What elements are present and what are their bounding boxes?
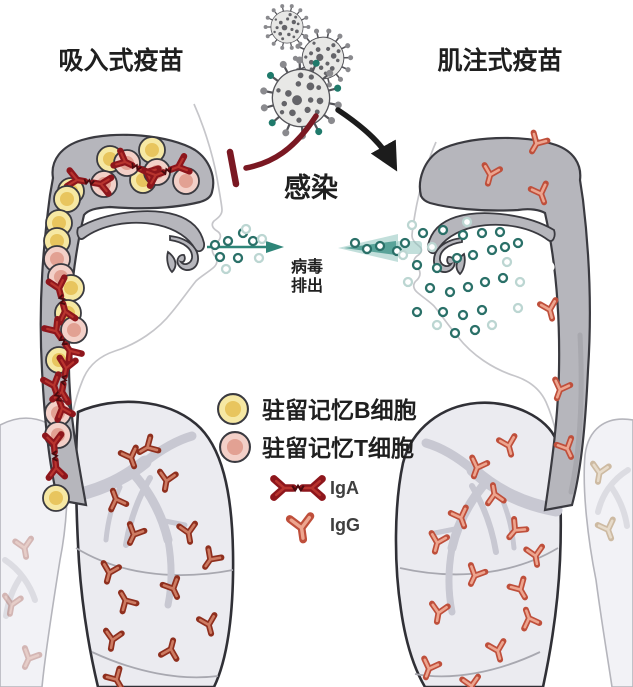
igg-antibody-icon bbox=[290, 516, 314, 541]
iga-antibody-icon bbox=[274, 479, 322, 497]
intramuscular-vaccine-figure bbox=[394, 133, 633, 687]
virus-particle-icon bbox=[457, 309, 469, 321]
virus-particle-icon bbox=[486, 244, 498, 256]
virus-particle-icon bbox=[494, 226, 506, 238]
right-epiglottis-swirl bbox=[433, 236, 463, 273]
virus-particle-icon bbox=[467, 249, 479, 261]
virus-particle-icon bbox=[402, 276, 414, 288]
virus-particle-icon bbox=[399, 237, 411, 249]
legend-label-t-cell: 驻留记忆T细胞 bbox=[262, 435, 414, 461]
right-pale-lung-lobe bbox=[583, 418, 633, 687]
left-lung-fissure bbox=[91, 651, 219, 679]
virus-particle-icon bbox=[512, 237, 524, 249]
infection-arrow-right bbox=[335, 107, 398, 172]
virus-particle-icon bbox=[256, 233, 268, 245]
left-pale-bronchi bbox=[2, 557, 38, 619]
virus-particle-icon bbox=[476, 304, 488, 316]
virus-particle-icon bbox=[253, 252, 265, 264]
infection-label: 感染 bbox=[284, 172, 338, 203]
inhaled-vaccine-figure bbox=[0, 103, 235, 687]
virus-particle-icon bbox=[469, 324, 481, 336]
virus-particle-icon bbox=[451, 252, 463, 264]
right-pale-bronchi bbox=[595, 467, 631, 529]
legend-label-b-cell: 驻留记忆B细胞 bbox=[262, 397, 417, 423]
virus-particle-icon bbox=[476, 227, 488, 239]
inhibition-bar bbox=[226, 148, 240, 188]
virus-particle-icon bbox=[486, 319, 498, 331]
virus-particle-icon bbox=[426, 241, 438, 253]
virus-particle-icon bbox=[220, 263, 232, 275]
left-face-profile bbox=[66, 103, 223, 451]
title-intramuscular-vaccine: 肌注式疫苗 bbox=[437, 46, 562, 75]
virus-particle-icon bbox=[512, 302, 524, 314]
legend: 驻留记忆B细胞 驻留记忆T细胞 IgA IgG bbox=[217, 393, 417, 541]
coronavirus-icon bbox=[263, 3, 311, 51]
virus-particle-icon bbox=[214, 251, 226, 263]
legend-label-iga: IgA bbox=[330, 478, 359, 498]
virus-particle-icon bbox=[222, 235, 234, 247]
virus-particle-icon bbox=[499, 241, 511, 253]
igg-antibody-icon bbox=[540, 300, 560, 321]
legend-label-igg: IgG bbox=[330, 515, 360, 535]
right-lung bbox=[394, 401, 563, 687]
left-throat-notch bbox=[78, 253, 98, 269]
b-cell-icon bbox=[53, 185, 81, 213]
virus-particle-icon bbox=[349, 237, 361, 249]
exhale-label-line1: 病毒 bbox=[291, 257, 323, 276]
exhale-left bbox=[207, 223, 284, 275]
left-lung-fissure bbox=[75, 547, 234, 576]
exhale-left-arrowhead bbox=[266, 241, 284, 253]
left-swirl-detail bbox=[166, 250, 177, 274]
virus-particle-icon bbox=[449, 327, 461, 339]
left-lung bbox=[74, 400, 235, 687]
t-cell-icon bbox=[219, 431, 251, 463]
virus-particle-icon bbox=[461, 216, 473, 228]
title-inhaled-vaccine: 吸入式疫苗 bbox=[58, 46, 183, 75]
virus-particle-icon bbox=[232, 252, 244, 264]
virus-particle-icon bbox=[479, 276, 491, 288]
virus-particle-icon bbox=[417, 227, 429, 239]
right-face-profile bbox=[411, 141, 564, 476]
virus-particle-icon bbox=[444, 286, 456, 298]
virus-particle-icon bbox=[411, 306, 423, 318]
virus-particle-icon bbox=[497, 272, 509, 284]
virus-particle-icon bbox=[431, 319, 443, 331]
left-epiglottis-swirl bbox=[169, 234, 199, 271]
virus-particle-icon bbox=[424, 282, 436, 294]
right-trachea-shadow bbox=[568, 332, 584, 495]
virus-particle-icon bbox=[406, 219, 418, 231]
virus-particle-icon bbox=[247, 235, 259, 247]
virus-particle-icon bbox=[397, 249, 409, 261]
virus-particle-icon bbox=[514, 276, 526, 288]
b-cell-icon bbox=[217, 393, 249, 425]
virus-particle-icon bbox=[501, 256, 513, 268]
b-cell-icon bbox=[42, 484, 70, 512]
virus-particle-icon bbox=[411, 259, 423, 271]
virus-particle-icon bbox=[209, 239, 221, 251]
virus-particle-icon bbox=[374, 240, 386, 252]
virus-particle-icon bbox=[361, 243, 373, 255]
virus-particle-icon bbox=[462, 281, 474, 293]
virus-particle-icon bbox=[437, 306, 449, 318]
virus-particle-icon bbox=[431, 262, 443, 274]
virus-particle-icon bbox=[240, 223, 252, 235]
virus-particle-icon bbox=[437, 224, 449, 236]
exhale-right bbox=[338, 216, 526, 339]
right-throat-notch bbox=[535, 257, 555, 273]
inhibition-arrow-left bbox=[226, 113, 319, 188]
exhale-label-line2: 排出 bbox=[291, 276, 323, 295]
virus-particle-icon bbox=[457, 229, 469, 241]
